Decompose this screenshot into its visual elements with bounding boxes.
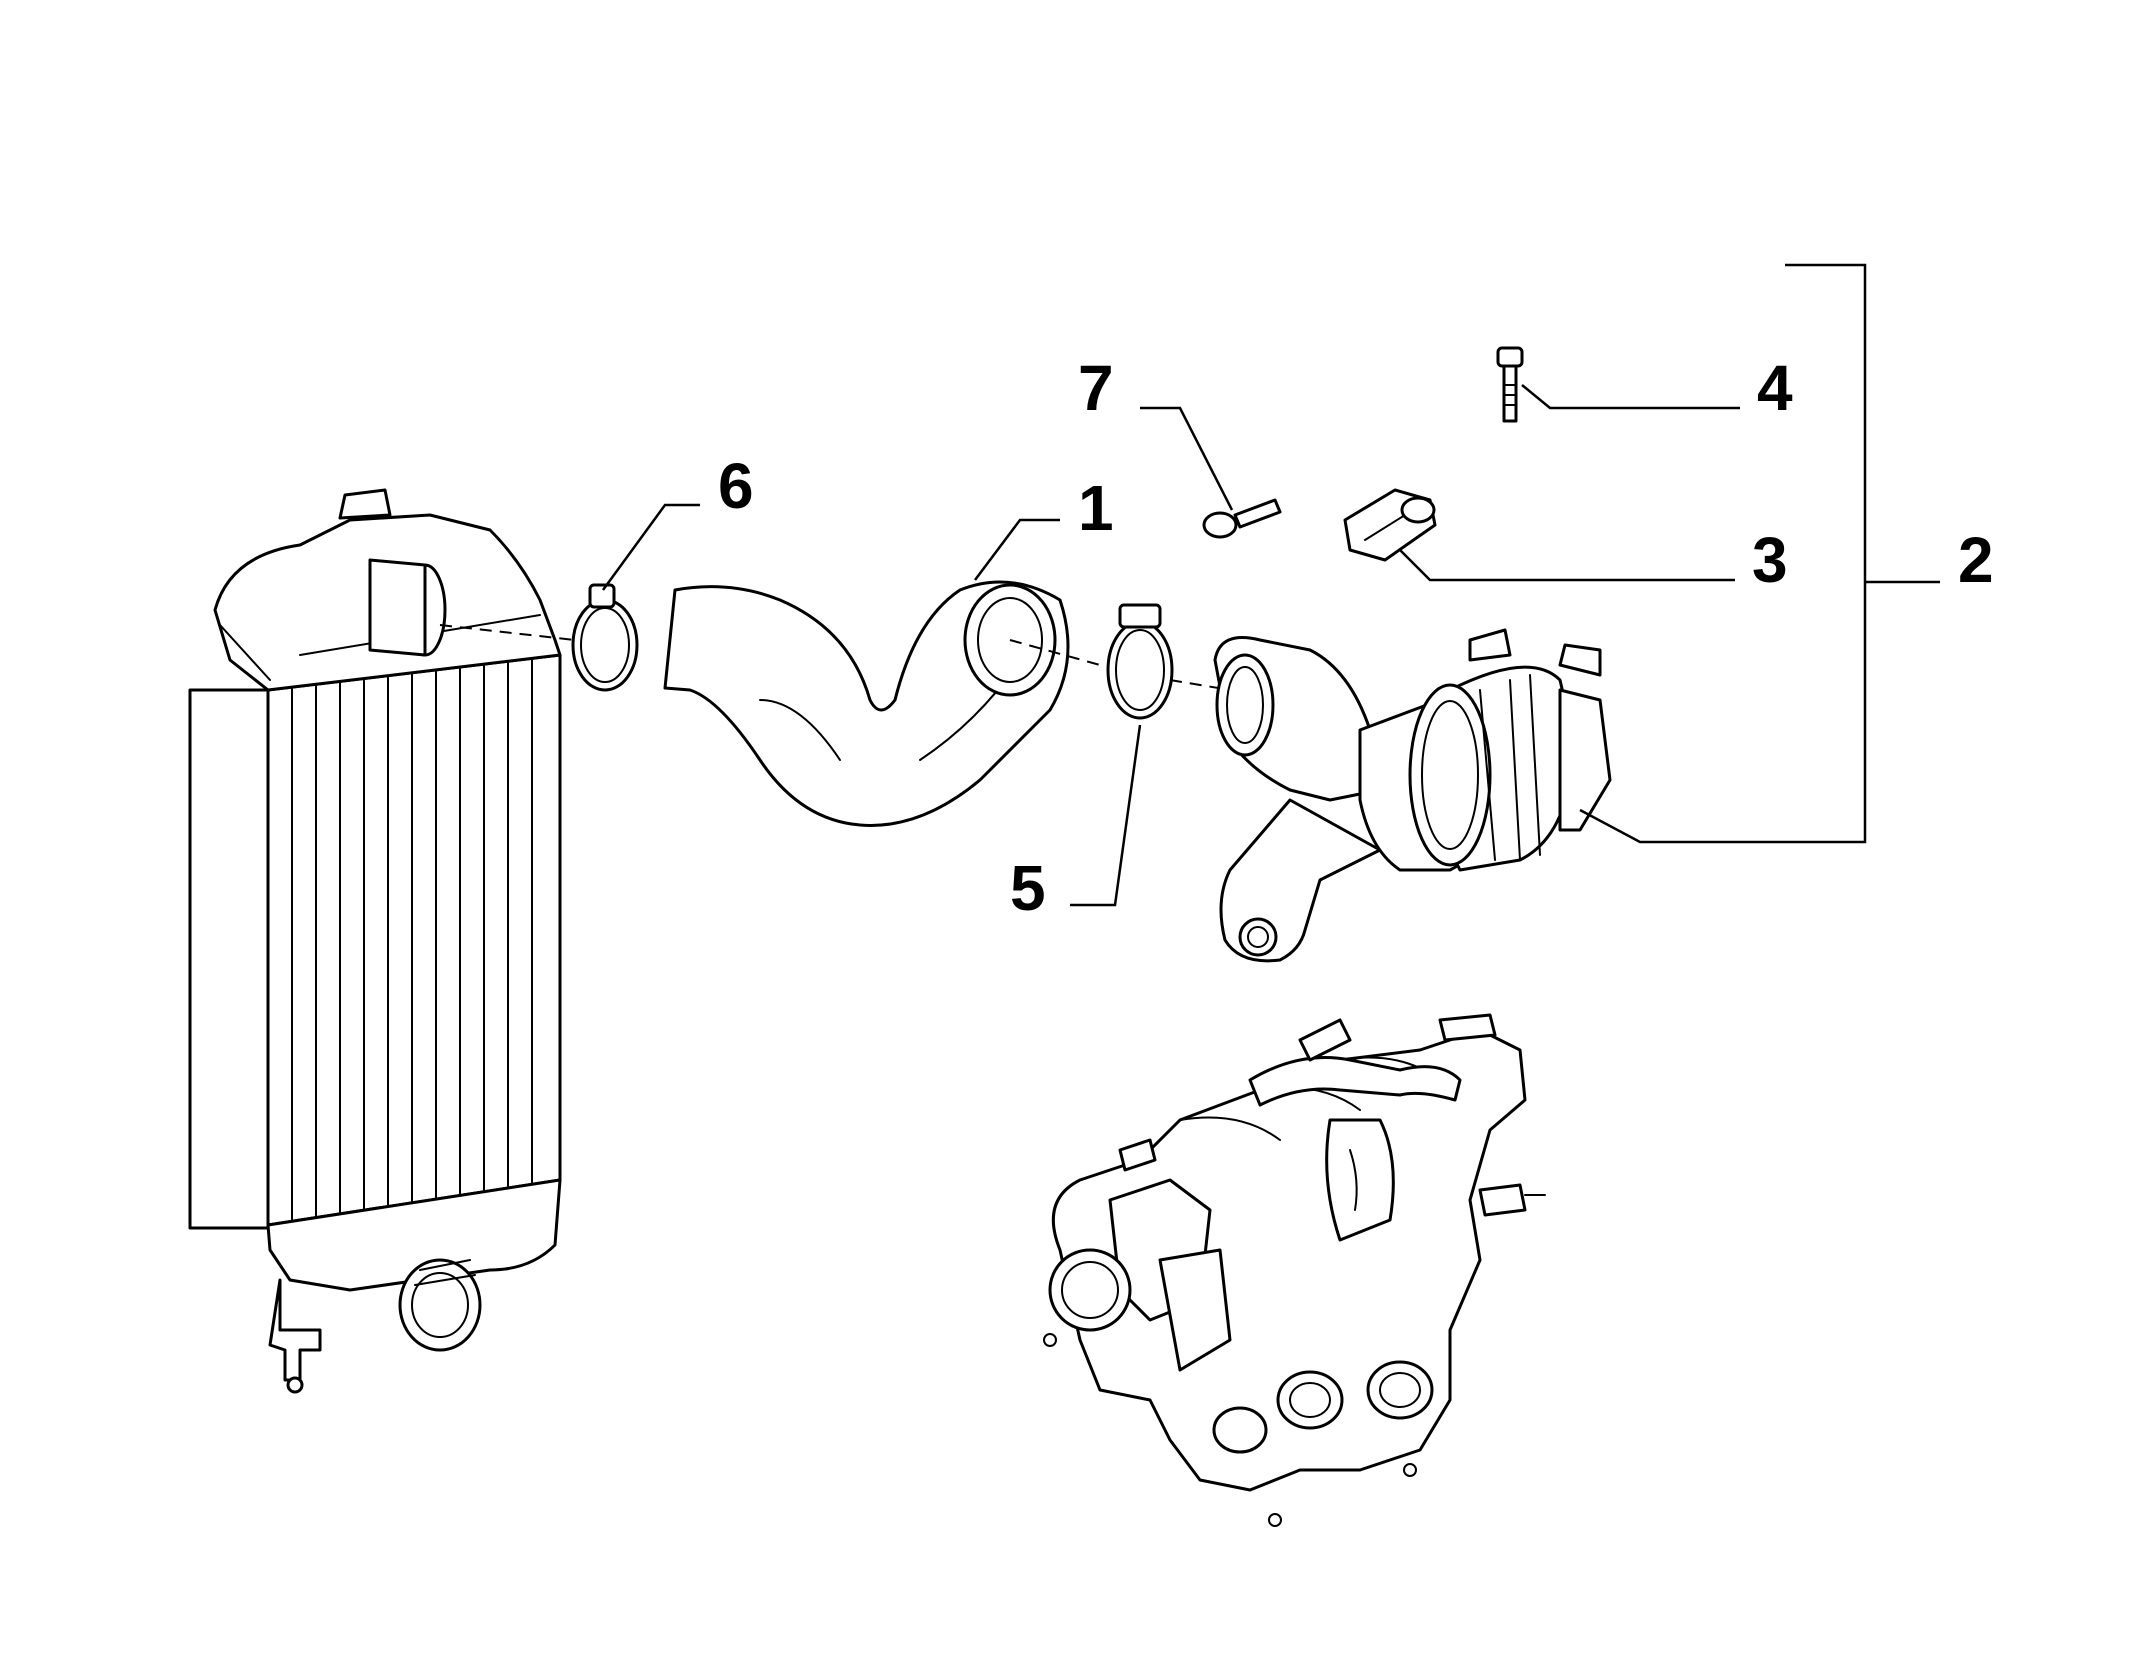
callout-2: 2 (1958, 524, 1994, 596)
callout-4: 4 (1757, 352, 1793, 424)
hose-clamp-5 (1106, 603, 1174, 720)
screw-7 (1202, 498, 1282, 539)
intercooler (188, 488, 562, 1394)
callout-7: 7 (1078, 352, 1114, 424)
sensor-3 (1343, 488, 1437, 562)
intake-manifold (1043, 1013, 1546, 1527)
callout-labels: 1 2 3 4 5 6 7 (718, 352, 1994, 924)
callout-3: 3 (1752, 524, 1788, 596)
intake-duct-assembly-2 (1213, 628, 1612, 963)
callout-5: 5 (1010, 852, 1046, 924)
bolt-4 (1496, 346, 1524, 423)
intake-hose-1 (663, 580, 1070, 827)
hose-clamp-6 (571, 583, 639, 692)
callout-6: 6 (718, 450, 754, 522)
callout-1: 1 (1078, 472, 1114, 544)
leader-lines (601, 263, 1940, 907)
